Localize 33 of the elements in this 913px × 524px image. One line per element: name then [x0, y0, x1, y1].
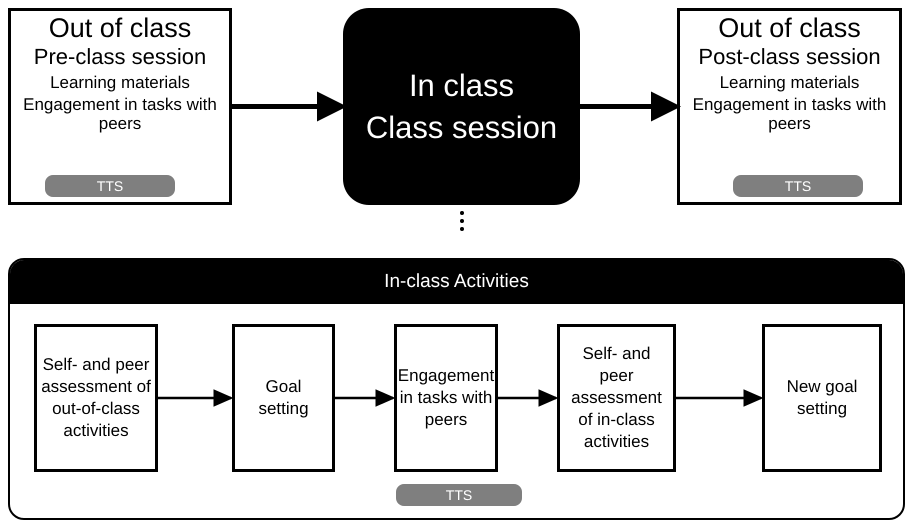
- activity-text: New goal setting: [786, 376, 858, 420]
- session-heading: Out of class: [48, 13, 192, 44]
- arrow: [158, 389, 234, 407]
- session-box: [8, 8, 232, 205]
- tts-badge: TTS: [396, 484, 522, 506]
- activity-box: [762, 324, 882, 472]
- session-title: Pre-class session: [32, 45, 208, 70]
- session-title: Post-class session: [697, 45, 882, 70]
- session-item: Learning materials: [718, 73, 860, 92]
- session-heading: Class session: [366, 108, 558, 146]
- session-box: [677, 8, 902, 205]
- arrow: [676, 389, 764, 407]
- session-heading: In class: [408, 66, 514, 105]
- activity-box: [394, 324, 498, 472]
- session-item: Learning materials: [49, 73, 191, 92]
- session-item: Engagement in tasks with peers: [692, 95, 888, 134]
- class-session-box: [343, 8, 580, 205]
- activity-text: Engagement in tasks with peers: [398, 364, 494, 432]
- activity-text: Self- and peer assessment of in-class activities: [570, 342, 663, 454]
- activity-text: Self- and peer assessment of out-of-class activities: [41, 354, 151, 442]
- arrow: [335, 389, 396, 407]
- arrow: [580, 92, 681, 122]
- activity-box: [34, 324, 158, 472]
- activity-box: [557, 324, 676, 472]
- activity-box: [232, 324, 335, 472]
- arrow: [498, 389, 558, 407]
- session-heading: Out of class: [717, 13, 862, 44]
- session-item: Engagement in tasks with peers: [22, 95, 218, 134]
- activities-panel: [8, 258, 905, 520]
- tts-badge: TTS: [45, 175, 175, 197]
- tts-badge: TTS: [733, 175, 863, 197]
- activity-text: Goal setting: [257, 376, 310, 420]
- panel-heading: In-class Activities: [384, 271, 529, 293]
